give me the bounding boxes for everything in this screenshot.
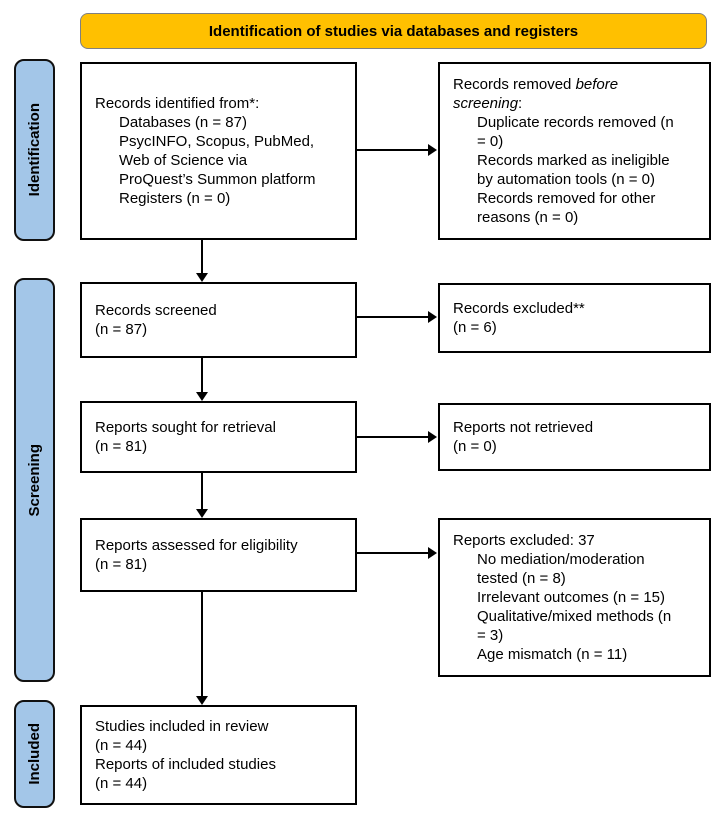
arrow-screened-to-sought-line (201, 358, 203, 393)
box-records-excluded: Records excluded** (n = 6) (438, 283, 711, 353)
records-removed-duplicates-2: = 0) (477, 133, 504, 150)
reports-excluded-qualitative-1: Qualitative/mixed methods (n (477, 608, 672, 625)
arrow-identified-to-removed-head (428, 144, 437, 156)
banner-title: Identification of studies via databases … (208, 22, 579, 40)
reports-assessed-label: Reports assessed for eligibility (95, 537, 298, 554)
studies-included-label: Studies included in review (95, 718, 269, 735)
box-records-removed: Records removed before screening: Duplic… (438, 62, 711, 240)
arrow-assessed-to-reportsexcluded-head (428, 547, 437, 559)
reports-excluded-mediation-2: tested (n = 8) (477, 570, 566, 587)
reports-excluded-mediation-1: No mediation/moderation (477, 551, 645, 568)
box-studies-included: Studies included in review (n = 44) Repo… (80, 705, 357, 805)
records-removed-other-1: Records removed for other (477, 190, 656, 207)
arrow-identified-to-screened-head (196, 273, 208, 282)
records-identified-sources-2: Web of Science via (119, 152, 248, 169)
records-removed-automation-1: Records marked as ineligible (477, 152, 670, 169)
arrow-screened-to-sought-head (196, 392, 208, 401)
arrow-assessed-to-reportsexcluded-line (357, 552, 429, 554)
records-identified-registers: Registers (n = 0) (119, 190, 231, 207)
box-reports-sought: Reports sought for retrieval (n = 81) (80, 401, 357, 473)
arrow-assessed-to-included-head (196, 696, 208, 705)
reports-included-label: Reports of included studies (95, 756, 276, 773)
arrow-identified-to-screened-line (201, 240, 203, 274)
stage-screening-label: Screening (26, 443, 43, 517)
arrow-sought-to-assessed-head (196, 509, 208, 518)
box-records-identified: Records identified from*: Databases (n =… (80, 62, 357, 240)
records-identified-sources-3: ProQuest’s Summon platform (119, 171, 316, 188)
box-reports-assessed: Reports assessed for eligibility (n = 81… (80, 518, 357, 592)
stage-screening: Screening (14, 278, 55, 682)
reports-sought-count: (n = 81) (95, 438, 148, 455)
records-removed-automation-2: by automation tools (n = 0) (477, 171, 656, 188)
reports-assessed-count: (n = 81) (95, 556, 148, 573)
banner-identification-via-databases: Identification of studies via databases … (80, 13, 707, 49)
reports-excluded-intro: Reports excluded: 37 (453, 532, 595, 549)
reports-not-retrieved-count: (n = 0) (453, 438, 497, 455)
reports-excluded-qualitative-2: = 3) (477, 627, 504, 644)
records-identified-sources-1: PsycINFO, Scopus, PubMed, (119, 133, 315, 150)
arrow-sought-to-assessed-line (201, 473, 203, 510)
reports-not-retrieved-label: Reports not retrieved (453, 419, 594, 436)
records-removed-intro-line2: screening: (453, 95, 523, 112)
reports-excluded-age: Age mismatch (n = 11) (477, 646, 628, 663)
arrow-identified-to-removed-line (357, 149, 429, 151)
records-identified-intro: Records identified from*: (95, 95, 260, 112)
records-removed-other-2: reasons (n = 0) (477, 209, 579, 226)
stage-included: Included (14, 700, 55, 808)
box-reports-not-retrieved: Reports not retrieved (n = 0) (438, 403, 711, 471)
box-records-screened: Records screened (n = 87) (80, 282, 357, 358)
arrow-screened-to-excluded-head (428, 311, 437, 323)
records-excluded-label: Records excluded** (453, 300, 585, 317)
records-excluded-count: (n = 6) (453, 319, 497, 336)
stage-included-label: Included (26, 723, 43, 785)
arrow-sought-to-notretrieved-line (357, 436, 429, 438)
arrow-assessed-to-included-line (201, 592, 203, 697)
records-removed-intro-line1: Records removed before (453, 76, 619, 93)
reports-included-count: (n = 44) (95, 775, 148, 792)
box-reports-excluded: Reports excluded: 37 No mediation/modera… (438, 518, 711, 677)
records-identified-databases: Databases (n = 87) (119, 114, 247, 131)
reports-excluded-outcomes: Irrelevant outcomes (n = 15) (477, 589, 666, 606)
studies-included-count: (n = 44) (95, 737, 148, 754)
records-screened-count: (n = 87) (95, 321, 148, 338)
stage-identification: Identification (14, 59, 55, 241)
stage-identification-label: Identification (26, 103, 43, 197)
records-screened-label: Records screened (95, 302, 217, 319)
records-removed-duplicates-1: Duplicate records removed (n (477, 114, 674, 131)
reports-sought-label: Reports sought for retrieval (95, 419, 276, 436)
arrow-sought-to-notretrieved-head (428, 431, 437, 443)
arrow-screened-to-excluded-line (357, 316, 429, 318)
